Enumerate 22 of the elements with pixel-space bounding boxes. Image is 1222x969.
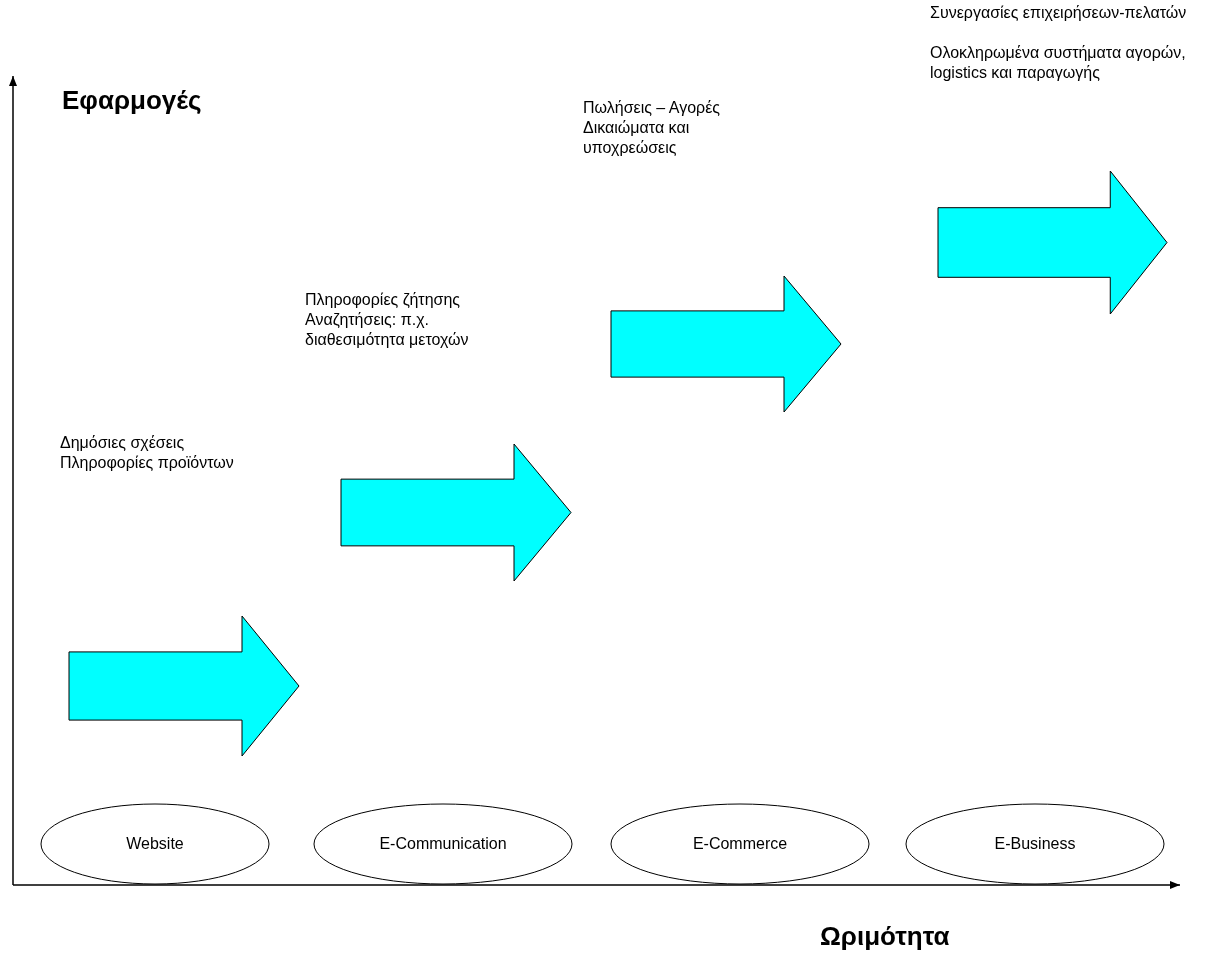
description-text: Πληροφορίες προϊόντων	[60, 453, 234, 473]
block-arrow	[610, 275, 842, 413]
description-text: Δικαιώματα και υποχρεώσεις	[583, 118, 691, 158]
stage-name: Website	[126, 835, 184, 853]
stage-name: E-Commerce	[692, 835, 788, 853]
description-text: Ολοκληρωμένα συστήματα αγορών, logistics και παραγωγής	[930, 43, 1187, 83]
block-arrow	[937, 170, 1168, 315]
stage-name: E-Communication	[379, 835, 507, 853]
axis-title: Ωριμότητα	[820, 920, 950, 952]
stage-name: E-Business	[994, 835, 1076, 853]
axis-title: Εφαρμογές	[62, 84, 202, 116]
block-arrow	[68, 615, 300, 757]
description-text: Πωλήσεις – Αγορές	[583, 98, 721, 118]
stage-ellipse	[40, 803, 270, 885]
description-text: Συνεργασίες επιχειρήσεων-πελατών	[930, 3, 1187, 23]
stage-ellipse	[313, 803, 573, 885]
description-text: Αναζητήσεις: π.χ. διαθεσιμότητα μετοχών	[305, 310, 470, 350]
description-text: Δημόσιες σχέσεις	[60, 433, 185, 453]
stage-ellipse	[610, 803, 870, 885]
block-arrow	[340, 443, 572, 582]
stage-ellipse	[905, 803, 1165, 885]
description-text: Πληροφορίες ζήτησης	[305, 290, 461, 310]
